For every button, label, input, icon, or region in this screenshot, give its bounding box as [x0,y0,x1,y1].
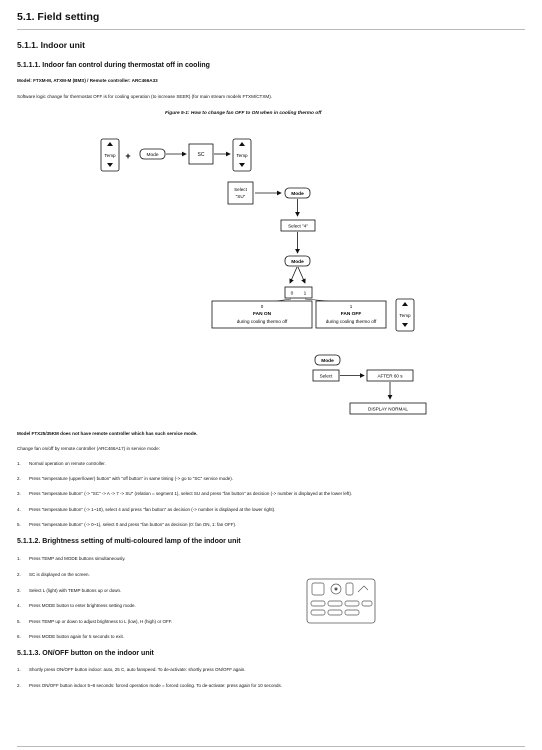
mode-label-2: Mode [291,191,304,197]
fan-on-box [211,300,313,329]
mode-label-3: Mode [291,259,304,265]
figure-caption: Figure 5-1: How to change fan OFF to ON … [165,111,322,116]
top-divider [17,29,525,30]
mode-label-1: Mode [147,152,159,158]
list-item: 3.Press "temperature button" (-> "SC" ->… [17,491,353,496]
temp-button-1: Temp [100,138,120,172]
arrow-down-icon [239,163,245,167]
temp-button-2: Temp [232,138,252,172]
fan-on-subtitle: during cooling thermo off [237,319,288,324]
temp-label-2: Temp [236,153,248,158]
arrow-down-icon [107,163,113,167]
list-item: 1.Shortly press ON/OFF button indoor: au… [17,667,246,672]
select-label: Select [320,374,333,379]
select-su-box [227,181,254,205]
bottom-divider [17,746,525,747]
digit-1: 1 [304,291,307,297]
heading-indoor-unit: 5.1.1. Indoor unit [17,40,86,50]
select-4-label: Select "4" [288,224,308,229]
select-su-line-2: "SU" [236,194,246,199]
list-item: 5.Press TEMP up or down to adjust bright… [17,619,173,624]
mode-button-1 [139,148,166,160]
after-60s-box [366,369,414,382]
heading-fan-control: 5.1.1.1. Indoor fan control during therm… [17,62,210,69]
mode-button-4 [314,354,341,366]
select-su-line-1: Select [234,187,247,192]
fan-off-number: 1 [350,304,353,309]
fan-on-number: 0 [261,304,264,309]
fan-off-title: FAN OFF [341,311,362,317]
select-4-box [280,219,316,232]
arrow-to-digit-0 [289,266,298,284]
temp-button-3: Temp [395,298,415,332]
heading-lamp-brightness: 5.1.1.2. Brightness setting of multi-col… [17,538,241,545]
arrow-down-icon [402,323,408,327]
select-box [312,369,340,382]
list-item: 2.SC is displayed on the screen. [17,572,90,577]
digit-0: 0 [291,291,294,297]
list-item: 3.Select L (light) with TEMP buttons up … [17,588,122,593]
list-item: 6.Press MODE button again for 5 seconds … [17,634,125,639]
list-item: 5.Press "temperature button" (-> 0~1), s… [17,522,237,527]
list-item: 1.Normal operation on remote controller. [17,461,106,466]
list-item: 2.Press "temperature (upper/lower) butto… [17,476,233,481]
sc-label: SC [198,152,205,158]
fan-description: Software logic change for thermostat OFF… [17,94,273,99]
list-item: 4.Press "temperature button" (-> 1~10), … [17,507,276,512]
list-item: 1.Press TEMP and MODE buttons simultaneo… [17,556,126,561]
fan-on-title: FAN ON [253,311,272,317]
list-item: 4.Press MODE button to enter brightness … [17,603,136,608]
arrow-up-icon [402,302,408,306]
heading-onoff-button: 5.1.1.3. ON/OFF button on the indoor uni… [17,650,154,657]
model-line-ftxm: Model: FTXM-M, ATXM-M (BMS) / Remote con… [17,78,158,83]
arrow-up-icon [107,142,113,146]
arrow-to-digit-1 [297,266,306,284]
heading-field-setting: 5.1. Field setting [17,11,100,23]
remote-controller-icon [306,578,376,624]
mode-button-3 [284,255,311,267]
digit-display-box [284,286,313,299]
fan-off-subtitle: during cooling thermo off [326,319,377,324]
display-normal-box [349,402,427,415]
list-item: 2.Press ON/OFF button indoor 5~8 seconds… [17,683,283,688]
mode-label-4: Mode [321,358,334,364]
ftx-intro: Change fan on/off by remote controller (… [17,446,160,451]
sc-display-box [188,143,214,165]
arrow-up-icon [239,142,245,146]
temp-label-1: Temp [104,153,116,158]
mode-button-2 [284,187,311,199]
fan-off-box [315,300,387,329]
temp-label-3: Temp [399,313,411,318]
display-normal-label: DISPLAY NORMAL [368,407,408,412]
fan-setting-flow-diagram: Temp + Mode SC Temp Select "SU" Mode Sel… [100,138,427,415]
after-60s-label: AFTER 60 s [377,374,403,379]
plus-sign: + [125,151,130,161]
model-line-ftx: Model FTX25/35KM does not have remote co… [17,431,198,436]
